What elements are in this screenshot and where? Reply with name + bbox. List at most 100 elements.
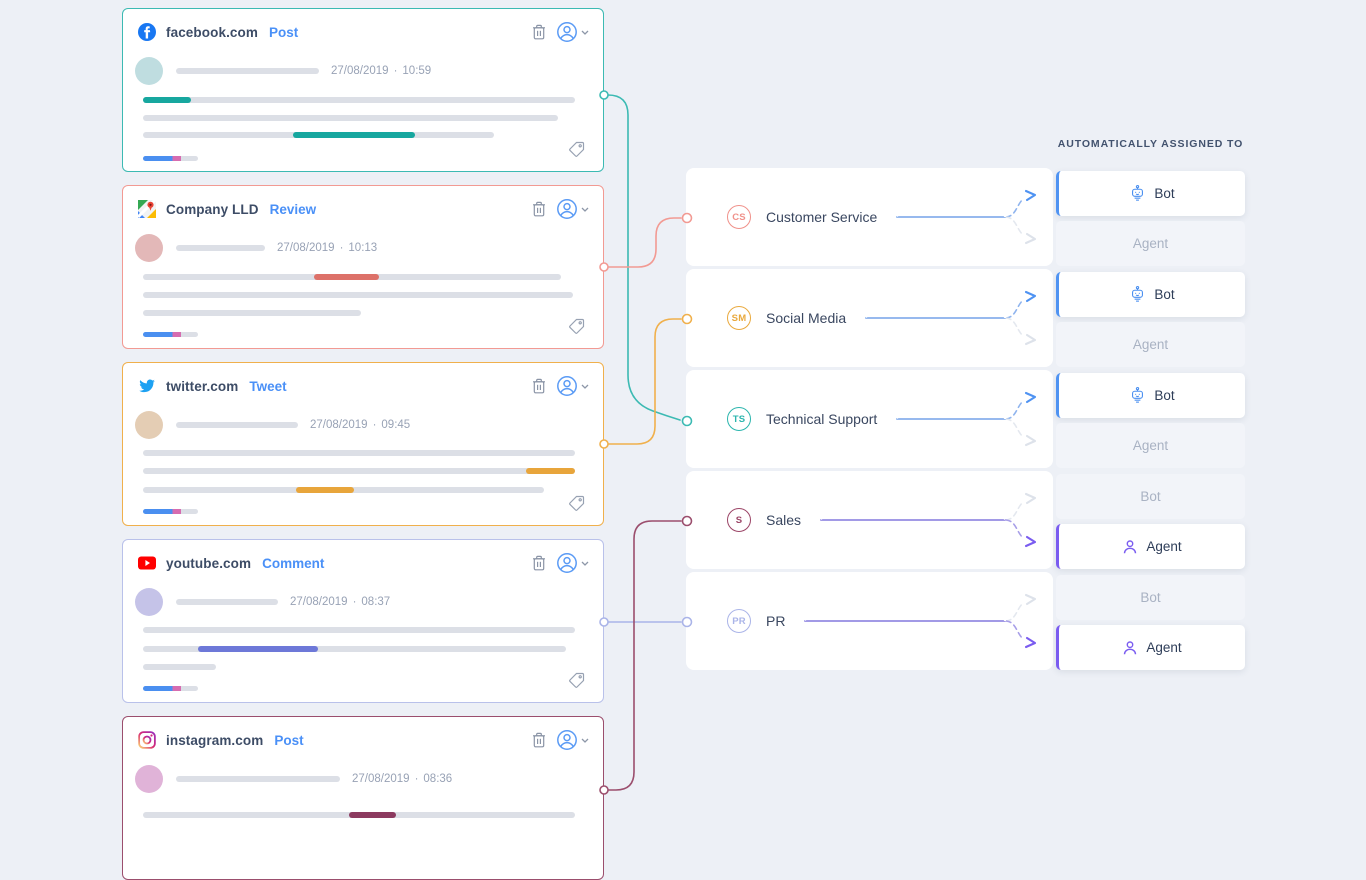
assign-label: Bot [1140,590,1161,605]
category-initials-badge: CS [727,205,751,229]
post-date: 27/08/2019 [352,773,410,785]
site-name: twitter.com [166,378,239,394]
assigned-to-header: AUTOMATICALLY ASSIGNED TO [1057,138,1244,150]
assign-label: Bot [1154,388,1175,403]
assign-label: Bot [1154,186,1175,201]
branch-arrows [1006,189,1037,245]
tag-icon [569,141,585,157]
author-name-placeholder [176,68,319,74]
tag-button[interactable] [568,318,585,340]
category-label: Social Media [766,310,847,326]
connector-company-customer-service [603,217,682,268]
chevron-down-icon [581,738,589,743]
assignee-dropdown[interactable] [556,21,589,43]
author-name-placeholder [176,776,340,782]
post-card-youtube: youtube.com Comment [122,539,604,703]
category-row-sales: S Sales [686,471,1053,569]
assign-bot-pr[interactable]: Bot [1056,575,1245,620]
avatar [135,234,163,262]
assignee-dropdown[interactable] [556,375,589,397]
chevron-down-icon [581,561,589,566]
routing-dashed-line [820,519,1006,521]
assign-bot-social-media[interactable]: Bot [1056,272,1245,317]
assignee-dropdown[interactable] [556,729,589,751]
tag-button[interactable] [568,495,585,517]
person-icon [1124,539,1137,553]
delete-button[interactable] [532,378,546,394]
google-maps-icon [138,200,156,218]
delete-button[interactable] [532,555,546,571]
user-circle-icon [557,376,577,396]
routing-dashed-line [896,418,1006,420]
assign-label: Agent [1146,539,1182,554]
date-separator: · [339,242,344,254]
category-initials-badge: SM [727,306,751,330]
category-label: Technical Support [766,411,878,427]
post-type-link[interactable]: Tweet [249,378,287,394]
assign-agent-pr[interactable]: Agent [1056,625,1245,670]
post-date: 27/08/2019 [310,419,368,431]
category-label: Customer Service [766,209,878,225]
trash-icon [533,378,545,394]
arrow-to-agent-icon [1024,232,1037,245]
tag-icon [569,495,585,511]
category-row-customer-service: CS Customer Service [686,168,1053,266]
avatar [135,765,163,793]
tag-button[interactable] [568,672,585,694]
skeleton-bar [143,468,575,474]
assign-bot-technical-support[interactable]: Bot [1056,373,1245,418]
card-header: facebook.com Post [123,9,603,43]
category-row-social-media: SM Social Media [686,269,1053,367]
skeleton-highlight [143,97,191,103]
category-row-technical-support: TS Technical Support [686,370,1053,468]
assign-agent-sales[interactable]: Agent [1056,524,1245,569]
category-label: Sales [766,512,802,528]
skeleton-bar [143,664,216,670]
assign-agent-social-media[interactable]: Agent [1056,322,1245,367]
post-date: 27/08/2019 [290,596,348,608]
assign-label: Agent [1146,640,1182,655]
delete-button[interactable] [532,201,546,217]
facebook-icon [138,23,156,41]
trash-icon [533,24,545,40]
skeleton-highlight [296,487,354,493]
user-circle-icon [557,22,577,42]
category-row-pr: PR PR [686,572,1053,670]
assign-agent-technical-support[interactable]: Agent [1056,423,1245,468]
chevron-down-icon [581,384,589,389]
author-name-placeholder [176,422,298,428]
skeleton-bar [143,310,361,316]
sentiment-bar [143,156,198,161]
post-time: 09:45 [381,419,411,431]
assign-bot-customer-service[interactable]: Bot [1056,171,1245,216]
chevron-down-icon [581,207,589,212]
skeleton-highlight [198,646,318,652]
routing-dashed-line [865,317,1006,319]
delete-button[interactable] [532,732,546,748]
post-card-facebook: facebook.com Post [122,8,604,172]
date-separator: · [352,596,357,608]
assignee-dropdown[interactable] [556,198,589,220]
skeleton-bar [143,115,558,121]
assignee-dropdown[interactable] [556,552,589,574]
delete-button[interactable] [532,24,546,40]
date-separator: · [372,419,377,431]
assign-label: Agent [1132,337,1169,352]
connector-twitter-social-media [603,318,682,445]
post-time: 10:59 [402,65,432,77]
post-type-link[interactable]: Post [274,732,304,748]
routing-dashed-line [804,620,1006,622]
tag-button[interactable] [568,141,585,163]
skeleton-bar [143,627,575,633]
post-type-link[interactable]: Comment [262,555,325,571]
skeleton-bar [143,97,575,103]
assign-agent-customer-service[interactable]: Agent [1056,221,1245,266]
post-type-link[interactable]: Post [268,24,299,40]
robot-icon [1132,386,1144,403]
person-icon [1124,640,1137,654]
avatar [135,411,163,439]
category-initials-badge: S [727,508,751,532]
assign-bot-sales[interactable]: Bot [1056,474,1245,519]
skeleton-bar [143,450,575,456]
post-type-link[interactable]: Review [269,201,317,217]
